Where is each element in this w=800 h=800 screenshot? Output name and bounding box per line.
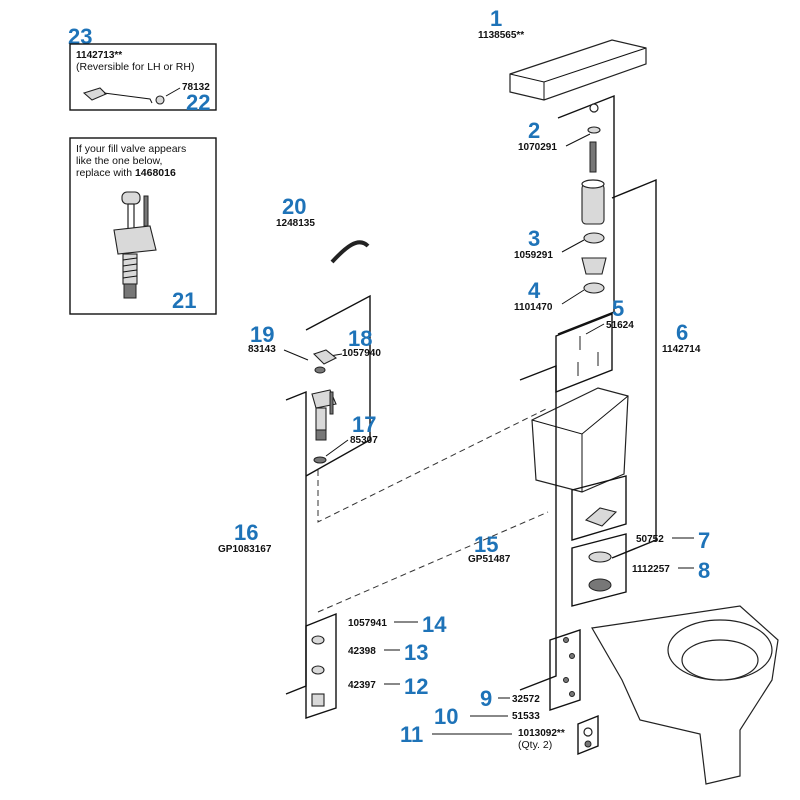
fill-valve-upper-frame <box>305 294 371 477</box>
callout-16-number: 16 <box>234 520 258 545</box>
callout-23-number: 23 <box>68 24 92 49</box>
old-fill-valve-illustration <box>113 191 157 299</box>
callout-10-number: 10 <box>434 704 458 729</box>
callout-18-part: 1057940 <box>342 348 381 359</box>
callout-21-number: 21 <box>172 288 196 313</box>
tank-frame-15 <box>519 364 557 691</box>
tank-group: 6 1142714 5 51624 <box>519 178 701 691</box>
callout-7-number: 7 <box>698 528 710 553</box>
callout-23-part: 1142713** <box>76 50 122 61</box>
callout-18-number: 18 <box>348 326 372 351</box>
callout-16-part: GP1083167 <box>218 544 272 555</box>
callout-19-number: 19 <box>250 322 274 347</box>
bowl-bolts-group: 9 32572 10 51533 11 1013092** (Qty. 2) <box>400 629 599 756</box>
inset-trip-lever-note: (Reversible for LH or RH) <box>76 61 194 73</box>
callout-14-part: 1057941 <box>348 618 387 629</box>
callout-9-part: 32572 <box>512 694 540 705</box>
trip-lever-illustration <box>82 87 165 105</box>
inset-fill-valve-line1: If your fill valve appears <box>76 143 186 155</box>
callout-12-part: 42397 <box>348 680 376 691</box>
fill-valve-shank <box>315 407 327 431</box>
callout-4-part: 1101470 <box>514 302 553 313</box>
toilet-tank <box>531 387 629 493</box>
callout-20-number: 20 <box>282 194 306 219</box>
callout-2-number: 2 <box>528 118 540 143</box>
tank-lid-group: 1 1138565** <box>478 6 647 101</box>
callout-15-number: 15 <box>474 532 498 557</box>
inset-fill-valve: If your fill valve appears like the one … <box>69 137 217 315</box>
callout-15-part: GP51487 <box>468 554 511 565</box>
callout-9-number: 9 <box>480 686 492 711</box>
flush-valve-nut <box>589 103 599 113</box>
callout-8-part: 1112257 <box>632 564 670 575</box>
gasket-7 <box>588 551 612 563</box>
flush-valve-group: 2 1070291 3 1059291 4 1101470 <box>514 94 615 335</box>
callout-12-number: 12 <box>404 674 428 699</box>
canister-seal <box>583 232 605 244</box>
callout-17-number: 17 <box>352 412 376 437</box>
flush-valve-canister <box>581 183 605 225</box>
tank-bolts-frame <box>555 312 613 394</box>
toilet-bowl <box>591 605 779 785</box>
flush-valve-gasket <box>583 282 605 294</box>
refill-tube <box>330 240 370 264</box>
assembly-line-supply <box>317 511 549 613</box>
callout-22-leader <box>165 87 181 97</box>
callout-22-number: 22 <box>186 90 210 115</box>
callout-1-number: 1 <box>490 6 502 31</box>
callout-11-number: 11 <box>400 722 423 747</box>
callout-5-number: 5 <box>612 296 624 321</box>
fill-valve-cap <box>312 349 338 365</box>
callout-22-part: 78132 <box>182 82 210 93</box>
flush-valve-washer <box>587 126 601 134</box>
callout-6-part: 1142714 <box>662 344 701 355</box>
callout-11-part: 1013092** <box>518 728 565 739</box>
callout-19-part: 83143 <box>248 344 276 355</box>
callout-20-part: 1248135 <box>276 218 315 229</box>
callout-6-number: 6 <box>676 320 688 345</box>
inset-trip-lever: 23 1142713** (Reversible for LH or RH) 7… <box>68 24 217 115</box>
inset-fill-valve-line2: like the one below, <box>76 155 162 167</box>
inset-trip-lever-frame <box>69 43 217 111</box>
assembly-line-fill-valve <box>317 407 549 523</box>
callout-2-part: 1070291 <box>518 142 557 153</box>
callout-1-part: 1138565** <box>478 30 524 41</box>
callout-17-part: 85307 <box>350 435 378 446</box>
fill-valve-lower-frame <box>285 390 307 695</box>
tank-frame-6 <box>611 178 657 559</box>
flush-valve-chain <box>589 141 597 173</box>
callout-3-number: 3 <box>528 226 540 251</box>
tank-lid <box>509 39 647 101</box>
tank-to-bowl-group: 15 GP51487 50752 7 1112257 8 <box>468 475 710 607</box>
callout-13-part: 42398 <box>348 646 376 657</box>
coupling-nut <box>311 693 325 707</box>
fill-valve-group: 19 83143 18 1057940 17 85307 16 GP108316… <box>218 294 447 719</box>
bracket <box>584 507 618 527</box>
inset-fill-valve-line3: replace with 1468016 <box>76 167 176 179</box>
callout-5-part: 51624 <box>606 320 634 331</box>
callout-8-number: 8 <box>698 558 710 583</box>
flush-valve-frame <box>557 94 615 335</box>
tank-to-bowl-frame <box>571 475 627 541</box>
callout-14-number: 14 <box>422 612 447 637</box>
callout-4-number: 4 <box>528 278 541 303</box>
callout-13-number: 13 <box>404 640 428 665</box>
callout-10-part: 51533 <box>512 711 540 722</box>
callout-3-part: 1059291 <box>514 250 553 261</box>
flush-valve-base <box>581 257 607 275</box>
refill-tube-group: 20 1248135 <box>276 194 370 264</box>
callout-11-qty: (Qty. 2) <box>518 739 552 751</box>
inset-fill-valve-frame <box>69 137 217 315</box>
gasket-8 <box>588 578 612 592</box>
callout-7-part: 50752 <box>636 534 664 545</box>
